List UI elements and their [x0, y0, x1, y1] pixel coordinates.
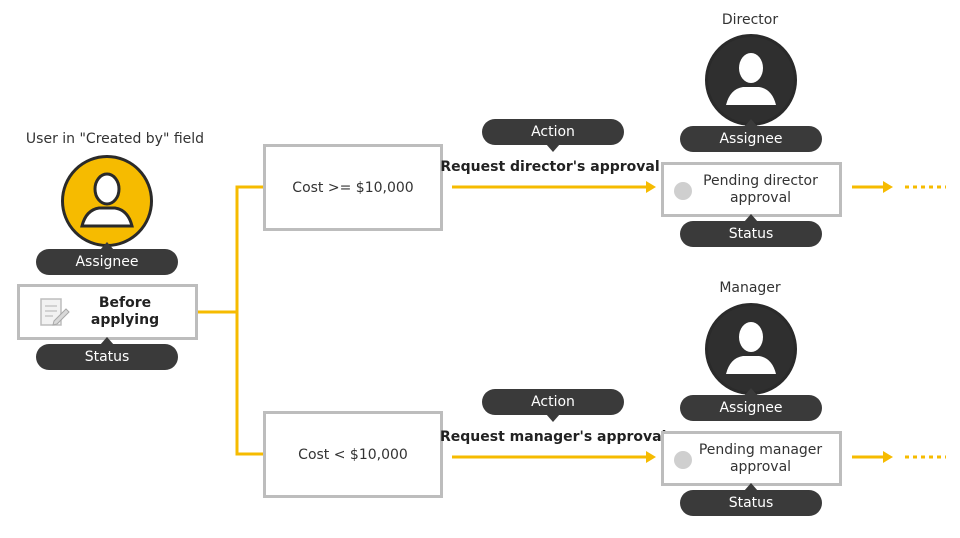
creator-status-pill: Status [36, 337, 178, 370]
manager-caption: Manager [719, 280, 781, 296]
director-condition-box: Cost >= $10,000 [263, 144, 443, 231]
manager-avatar [705, 303, 797, 395]
person-icon [80, 172, 134, 228]
director-status-box: Pending director approval [661, 162, 842, 217]
creator-status-text: Before applying [90, 295, 160, 328]
document-edit-icon [40, 298, 70, 326]
manager-assignee-pill: Assignee [680, 388, 822, 421]
manager-status-box: Pending manager approval [661, 431, 842, 486]
creator-caption: User in "Created by" field [25, 131, 205, 147]
director-assignee-pill: Assignee [680, 119, 822, 152]
manager-status-text: Pending manager approval [698, 441, 823, 475]
manager-condition-box: Cost < $10,000 [263, 411, 443, 498]
person-icon [726, 322, 776, 374]
director-action-pill: Action [482, 119, 624, 152]
director-status-text: Pending director approval [703, 172, 818, 206]
manager-continue-arrowhead [883, 451, 893, 463]
manager-action-arrowhead [646, 451, 656, 463]
status-dot-icon [674, 182, 692, 200]
creator-assignee-pill: Assignee [36, 242, 178, 275]
manager-action-text: Request manager's approval [440, 429, 667, 445]
director-caption: Director [721, 12, 779, 28]
manager-status-pill: Status [680, 483, 822, 516]
person-icon [726, 53, 776, 105]
director-continue-arrowhead [883, 181, 893, 193]
director-action-arrowhead [646, 181, 656, 193]
director-avatar [705, 34, 797, 126]
director-action-text: Request director's approval [440, 159, 660, 175]
creator-status-box: Before applying [17, 284, 198, 340]
manager-action-pill: Action [482, 389, 624, 422]
creator-avatar [61, 155, 153, 247]
status-dot-icon [674, 451, 692, 469]
director-status-pill: Status [680, 214, 822, 247]
branch-split-connector [235, 185, 263, 456]
